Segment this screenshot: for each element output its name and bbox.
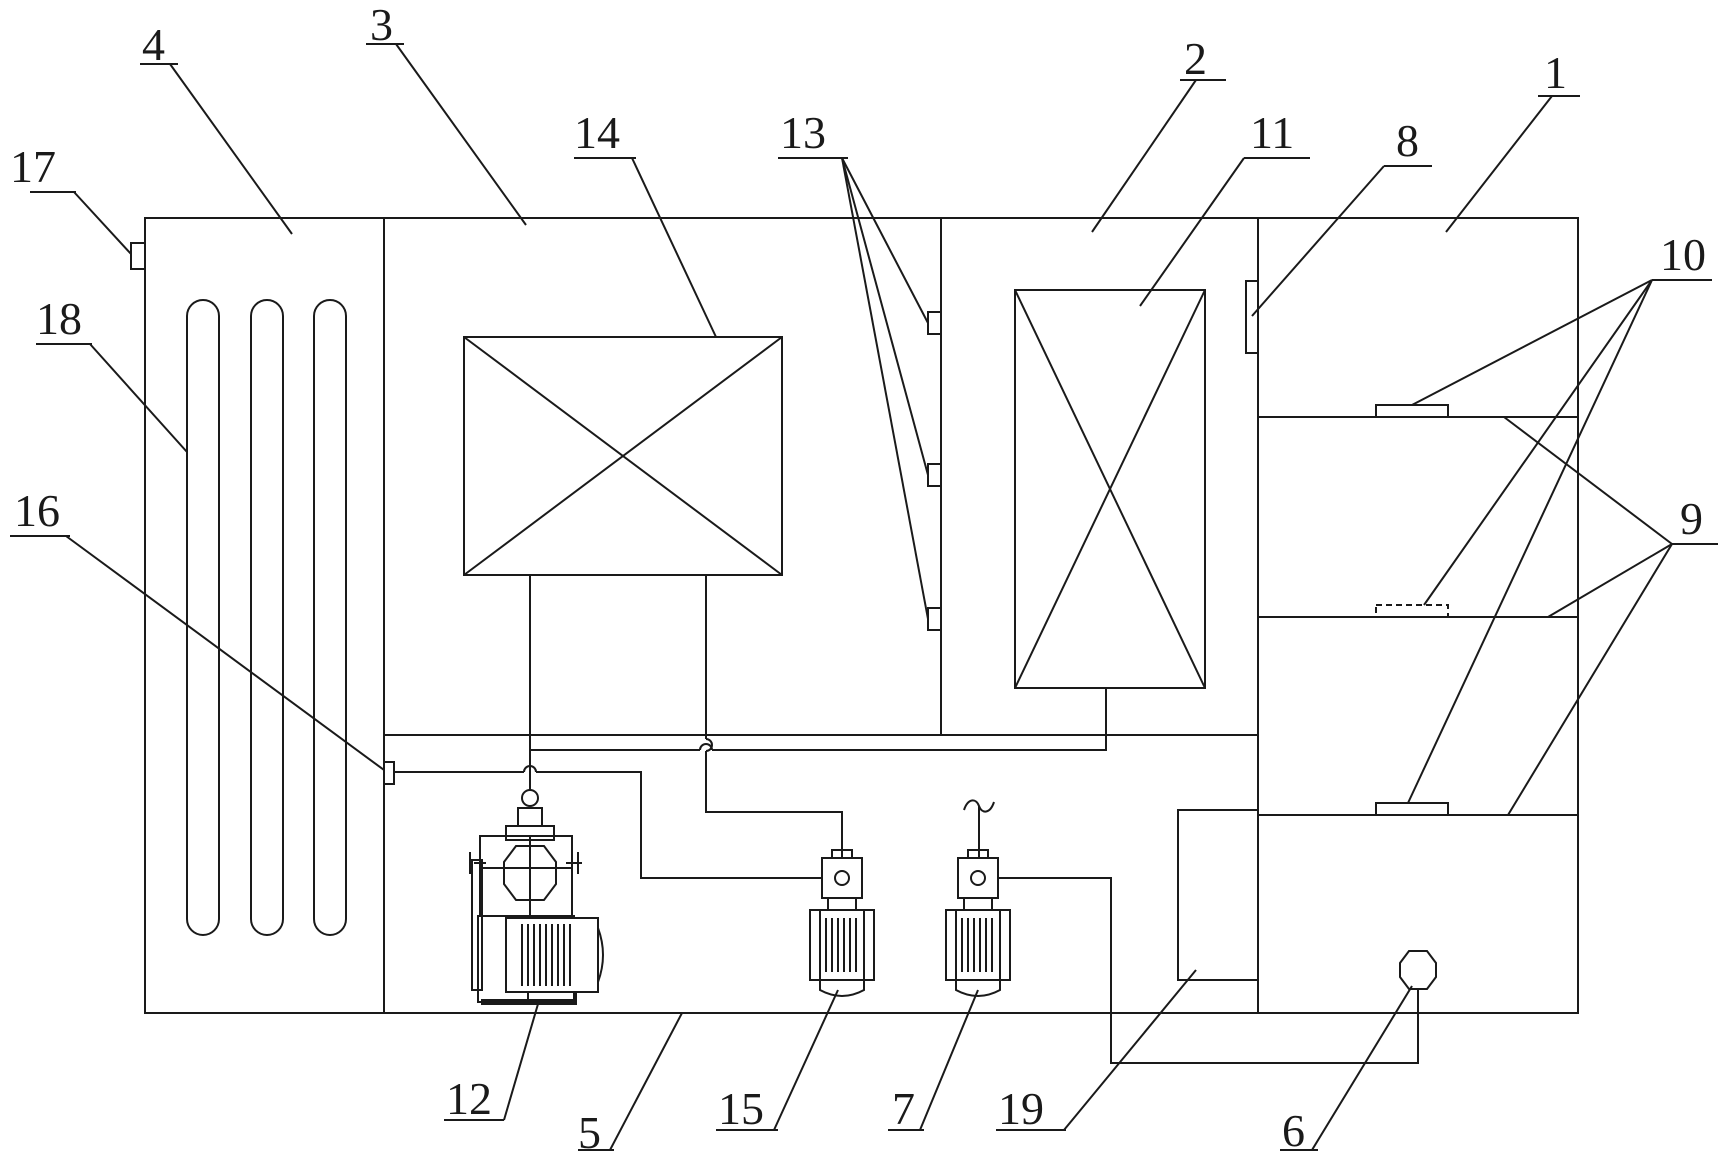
pipe-16-hop — [523, 765, 537, 773]
leader-9-c — [1507, 543, 1673, 816]
unit-14 — [463, 336, 783, 576]
pipe-14-right-lower — [705, 751, 843, 858]
leader-16 — [65, 535, 385, 771]
label-7: 7 — [892, 1083, 915, 1134]
leader-11 — [1139, 157, 1245, 307]
leader-4 — [169, 63, 293, 235]
label-8: 8 — [1396, 115, 1419, 166]
unit-14-diag-b — [463, 336, 783, 576]
part-8-sensor — [1245, 280, 1259, 354]
leader-6 — [1311, 985, 1413, 1151]
pump-7 — [945, 849, 1011, 997]
leader-13-b — [841, 157, 929, 476]
sensor-13-top — [927, 311, 942, 335]
label-2: 2 — [1184, 33, 1207, 84]
leader-12 — [503, 1003, 539, 1121]
pipe-16-b — [536, 771, 822, 879]
leader-18 — [89, 343, 188, 453]
sensor-13-bottom — [927, 607, 942, 631]
leader-13-c — [841, 157, 929, 620]
outer-housing — [144, 217, 1579, 1014]
box-19 — [1177, 809, 1259, 981]
sensor-13-middle — [927, 463, 942, 487]
pipe-11-return — [712, 688, 1107, 751]
unit-11 — [1014, 289, 1206, 689]
leader-15 — [773, 989, 839, 1131]
leader-1 — [1445, 95, 1553, 233]
pipe-7-to-6 — [998, 877, 1419, 1064]
leader-17 — [73, 191, 132, 255]
shelf-pad-lower — [1375, 802, 1449, 816]
heater-tube-1 — [186, 299, 220, 936]
leader-9-a — [1503, 416, 1673, 545]
leader-19 — [1063, 969, 1197, 1131]
unit-11-diag-b — [1014, 289, 1206, 689]
label-17: 17 — [10, 141, 56, 192]
part-6-octagon — [1399, 950, 1437, 990]
label-11: 11 — [1250, 107, 1294, 158]
label-5: 5 — [578, 1107, 601, 1158]
heater-tube-3 — [313, 299, 347, 936]
leader-5 — [609, 1012, 683, 1151]
label-9: 9 — [1680, 493, 1703, 544]
leader-10-a — [1411, 279, 1653, 406]
leader-10-c — [1407, 279, 1653, 804]
leader-8 — [1251, 165, 1385, 317]
leader-7 — [919, 989, 979, 1131]
label-6: 6 — [1282, 1105, 1305, 1156]
shelf-pad-middle — [1375, 604, 1449, 618]
pipe-14-right-hop — [705, 738, 713, 752]
heater-tube-2 — [250, 299, 284, 936]
label-18: 18 — [36, 293, 82, 344]
pump-7-wave — [963, 799, 995, 813]
leader-2 — [1091, 79, 1197, 233]
pipe-11-hop — [699, 743, 713, 751]
label-12: 12 — [446, 1073, 492, 1124]
leader-14 — [631, 157, 717, 338]
label-13: 13 — [780, 107, 826, 158]
leader-3 — [395, 43, 527, 226]
label-3: 3 — [370, 0, 393, 50]
part-16 — [383, 761, 395, 785]
label-14: 14 — [574, 107, 620, 158]
label-10: 10 — [1660, 229, 1706, 280]
shelf-pad-upper — [1375, 404, 1449, 418]
label-4: 4 — [142, 19, 165, 70]
label-16: 16 — [14, 485, 60, 536]
label-19: 19 — [998, 1083, 1044, 1134]
leader-9-b — [1547, 543, 1673, 618]
pump-15 — [809, 849, 875, 997]
label-15: 15 — [718, 1083, 764, 1134]
leader-13-a — [841, 157, 929, 324]
part-17 — [130, 242, 146, 270]
label-1: 1 — [1544, 47, 1567, 98]
vacuum-pump-12 — [469, 789, 604, 1005]
